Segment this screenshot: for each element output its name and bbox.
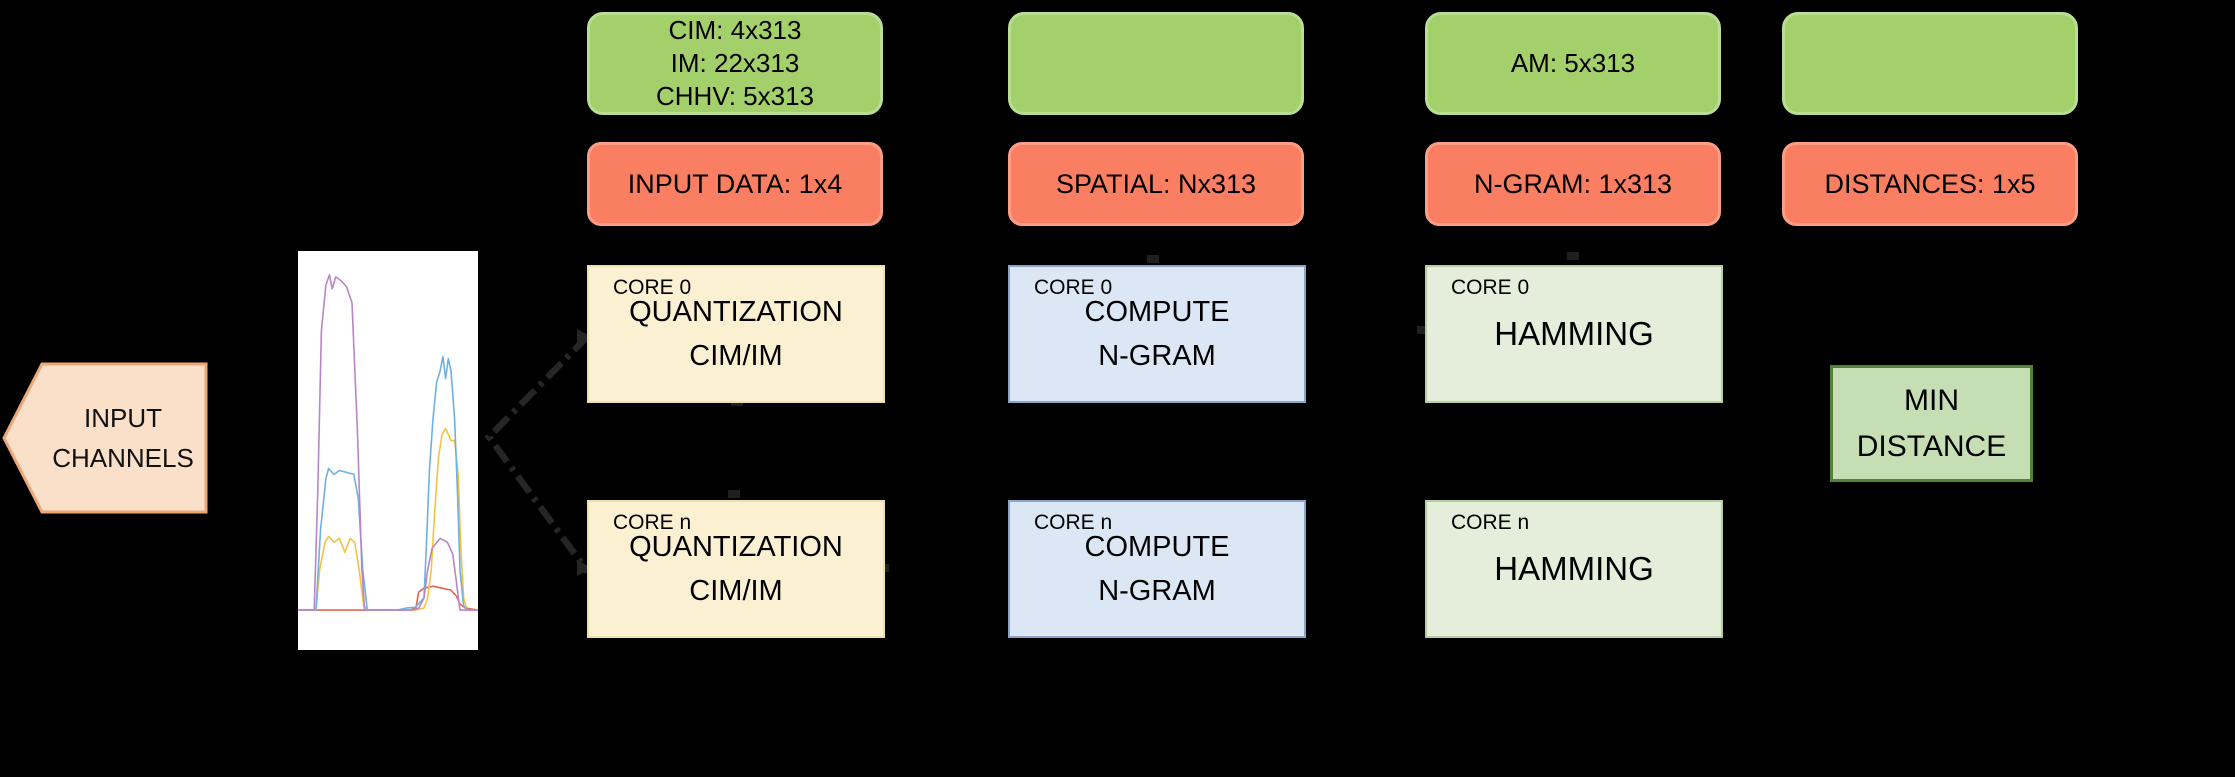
memory-line: AM: 5x313	[1510, 48, 1636, 78]
buffer-label: N-GRAM: 1x313	[1473, 168, 1673, 199]
core0-compute-ngram-box: CORE 0 COMPUTE N-GRAM	[1008, 265, 1306, 403]
coren-compute-ngram-box: CORE n COMPUTE N-GRAM	[1008, 500, 1306, 638]
core-main-line: COMPUTE	[1084, 531, 1230, 563]
memory-box-distance-empty	[1782, 12, 2078, 115]
core-main-line: CIM/IM	[689, 575, 783, 607]
buffer-label: INPUT DATA: 1x4	[627, 168, 843, 199]
input-signal-plot	[298, 251, 478, 650]
signal-trace-channel-red	[298, 585, 478, 611]
input-channels-line1: INPUT	[84, 403, 162, 433]
buffer-box-ngram: N-GRAM: 1x313	[1425, 142, 1721, 226]
memory-box-ngram-empty	[1008, 12, 1304, 115]
core-main-line: N-GRAM	[1098, 340, 1216, 372]
core0-quantization-box: CORE 0 QUANTIZATION CIM/IM	[587, 265, 885, 403]
pentagon-icon	[2, 362, 208, 514]
memory-box-am: AM: 5x313	[1425, 12, 1721, 115]
memory-line: IM: 22x313	[670, 48, 800, 78]
core-main-line: N-GRAM	[1098, 575, 1216, 607]
core-tag: CORE 0	[1451, 276, 1530, 299]
core-main-line: COMPUTE	[1084, 296, 1230, 328]
buffer-box-distances: DISTANCES: 1x5	[1782, 142, 2078, 226]
core-tag: CORE n	[1034, 511, 1113, 534]
min-distance-line2: DISTANCE	[1856, 429, 2007, 463]
core-tag: CORE n	[613, 511, 692, 534]
core0-hamming-box: CORE 0 HAMMING	[1425, 265, 1723, 403]
buffer-label: SPATIAL: Nx313	[1055, 168, 1257, 199]
buffer-label: DISTANCES: 1x5	[1824, 168, 2036, 199]
signal-trace-channel-gold	[298, 427, 478, 611]
signal-traces	[298, 274, 478, 611]
input-channels-label: INPUT CHANNELS	[40, 362, 206, 514]
signal-trace-channel-purple	[298, 274, 478, 611]
core-tag: CORE 0	[613, 276, 692, 299]
core-main-line: QUANTIZATION	[629, 531, 843, 563]
core-main-line: HAMMING	[1494, 550, 1654, 587]
buffer-box-spatial: SPATIAL: Nx313	[1008, 142, 1304, 226]
input-channels-line2: CHANNELS	[52, 443, 194, 473]
core-tag: CORE 0	[1034, 276, 1113, 299]
core-main-line: HAMMING	[1494, 315, 1654, 352]
memory-box-quantization: CIM: 4x313 IM: 22x313 CHHV: 5x313	[587, 12, 883, 115]
memory-line: CIM: 4x313	[668, 15, 802, 45]
coren-quantization-box: CORE n QUANTIZATION CIM/IM	[587, 500, 885, 638]
buffer-box-input-data: INPUT DATA: 1x4	[587, 142, 883, 226]
min-distance-line1: MIN	[1904, 383, 1959, 417]
signal-trace-channel-blue	[298, 355, 478, 611]
coren-hamming-box: CORE n HAMMING	[1425, 500, 1723, 638]
core-main-line: CIM/IM	[689, 340, 783, 372]
core-main-line: QUANTIZATION	[629, 296, 843, 328]
min-distance-box: MIN DISTANCE	[1830, 365, 2033, 482]
core-tag: CORE n	[1451, 511, 1530, 534]
input-channels-shape: INPUT CHANNELS	[2, 362, 208, 514]
memory-line: CHHV: 5x313	[656, 81, 814, 111]
branch-dash-lines	[484, 333, 591, 574]
